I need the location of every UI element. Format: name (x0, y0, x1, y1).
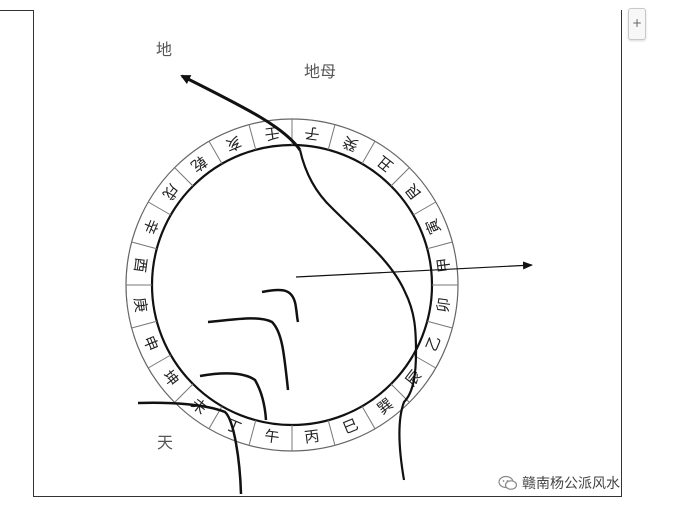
ring-char: 午 (263, 427, 280, 447)
ring-characters: 子癸丑艮寅甲卯乙辰巽巳丙午丁未坤申庚酉辛戌乾亥壬 (130, 123, 453, 446)
ring-divider (174, 383, 194, 403)
stroke-1 (261, 288, 300, 323)
ring-divider (390, 167, 410, 187)
ring-char: 子 (303, 123, 320, 143)
ring-char: 艮 (402, 180, 425, 203)
ring-char: 丁 (223, 415, 244, 437)
ring-char: 申 (139, 333, 161, 354)
ring-char: 寅 (422, 216, 444, 237)
ring-divider (427, 320, 453, 329)
ring-divider (361, 140, 376, 165)
ring-divider (327, 124, 336, 150)
ring-char: 酉 (130, 256, 150, 273)
ring-char: 辛 (139, 216, 161, 237)
stroke-3 (199, 372, 268, 421)
ring-dividers (126, 119, 458, 451)
add-button[interactable]: + (628, 8, 646, 40)
ring-divider (174, 167, 194, 187)
ring-char: 巽 (374, 395, 397, 418)
label-tian: 天 (157, 433, 173, 452)
ring-char: 乙 (422, 333, 444, 354)
ring-divider (361, 405, 376, 430)
label-di: 地 (156, 40, 172, 59)
ring-char: 卯 (434, 296, 454, 313)
ring-divider (248, 420, 257, 446)
ring-divider (208, 140, 223, 165)
curve-right (298, 149, 418, 481)
ring-divider (248, 124, 257, 150)
ring-char: 亥 (223, 132, 244, 154)
inner-ring (150, 143, 434, 427)
watermark: 赣南杨公派风水 (498, 472, 620, 494)
document-frame (33, 10, 622, 497)
label-dimu: 地母 (304, 62, 336, 81)
arrow-to-di (180, 74, 302, 151)
ring-divider (131, 320, 157, 329)
ring-char: 坤 (159, 367, 182, 390)
ring-char: 癸 (340, 132, 361, 154)
ring-char: 乾 (187, 152, 210, 175)
ring-char: 丙 (303, 427, 320, 447)
ring-divider (147, 354, 172, 369)
ring-char: 庚 (130, 296, 150, 313)
ring-char: 巳 (340, 415, 361, 437)
stroke-2 (207, 317, 290, 391)
watermark-text: 赣南杨公派风水 (522, 476, 620, 492)
ring-divider (412, 201, 437, 216)
arrow-right (295, 261, 533, 278)
ring-char: 戌 (159, 180, 182, 203)
wechat-icon (498, 475, 518, 490)
ring-divider (327, 420, 336, 446)
ring-divider (427, 241, 453, 250)
stroke-4 (137, 401, 243, 495)
ring-divider (147, 201, 172, 216)
ring-char: 甲 (434, 256, 454, 273)
ring-char: 丑 (374, 152, 397, 175)
ring-divider (131, 241, 157, 250)
